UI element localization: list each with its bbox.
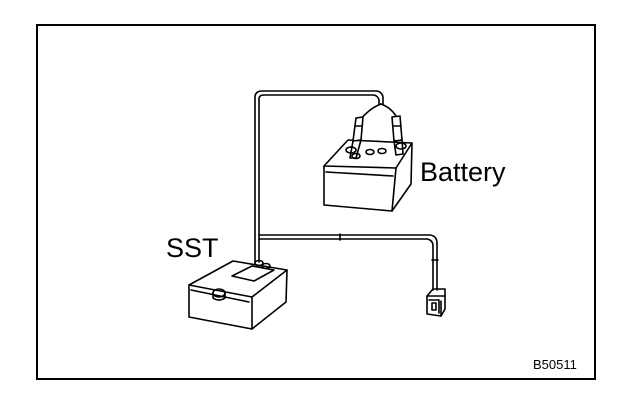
connector-plug-icon	[426, 288, 446, 317]
battery-icon	[323, 115, 413, 212]
figure-code: B50511	[533, 357, 577, 372]
diagram-frame	[36, 24, 596, 380]
connector-cable	[258, 233, 439, 291]
sst-tester-icon	[188, 259, 288, 330]
battery-cable	[254, 90, 398, 263]
battery-label: Battery	[420, 157, 506, 187]
sst-label: SST	[166, 233, 219, 263]
